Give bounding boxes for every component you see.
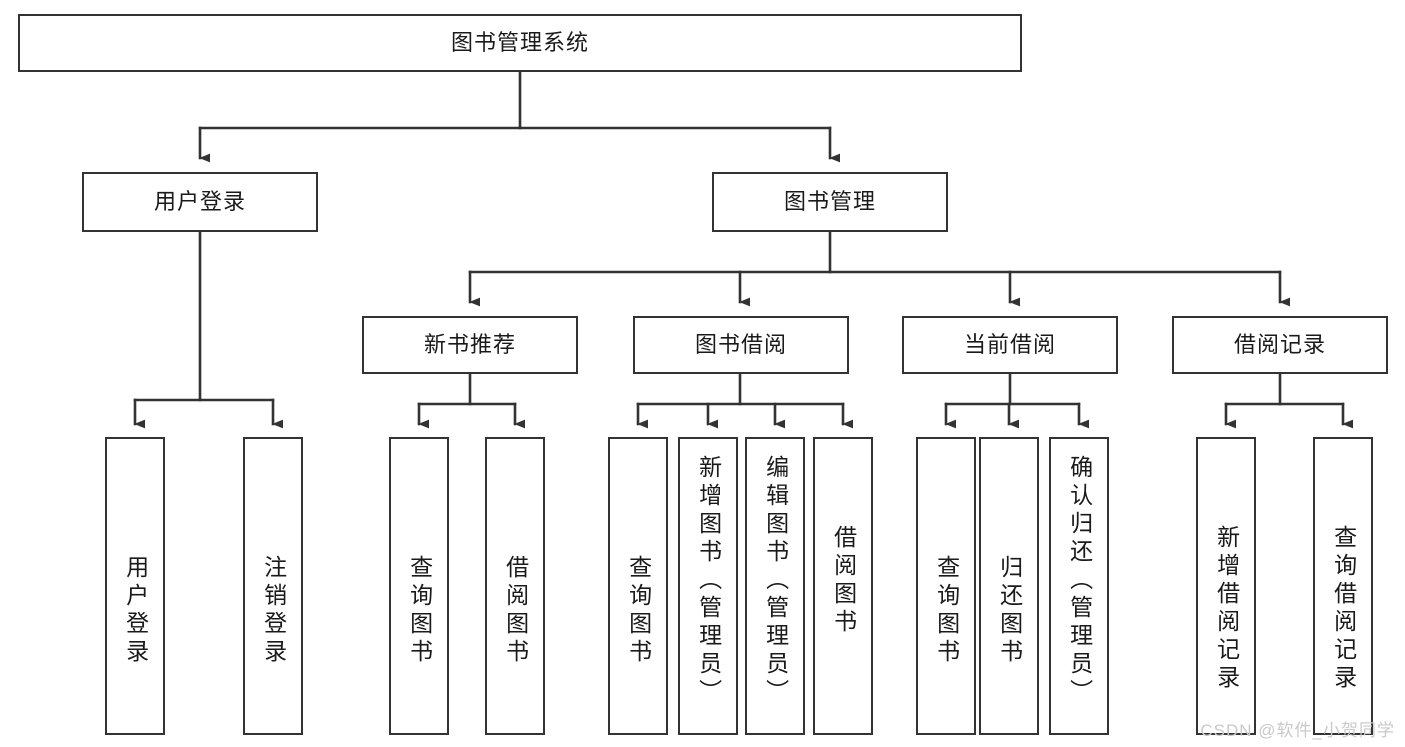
leaf-query-book-label: 查询图书 (625, 555, 652, 667)
leaf-borrow-book-label: 借阅图书 (830, 525, 857, 637)
leaf-query-borrow-record-label: 查询借阅记录 (1330, 525, 1357, 693)
node-current-borrow-label: 当前借阅 (963, 331, 1056, 357)
node-borrow-records[interactable]: 借阅记录 (1172, 316, 1388, 374)
node-book-borrow[interactable]: 图书借阅 (633, 316, 849, 374)
node-current-borrow[interactable]: 当前借阅 (902, 316, 1118, 374)
leaf-query-borrow-record[interactable]: 查询借阅记录 (1313, 437, 1373, 735)
leaf-edit-book-admin-label: 编辑图书（管理员） (762, 455, 789, 707)
leaf-confirm-return-admin[interactable]: 确认归还（管理员） (1049, 437, 1109, 735)
leaf-user-login-label: 用户登录 (122, 555, 149, 667)
node-root-label: 图书管理系统 (450, 29, 589, 55)
leaf-edit-book-admin[interactable]: 编辑图书（管理员） (745, 437, 805, 735)
leaf-query-book[interactable]: 查询图书 (608, 437, 668, 735)
leaf-return-book-label: 归还图书 (996, 555, 1023, 667)
leaf-add-borrow-record-label: 新增借阅记录 (1213, 525, 1240, 693)
node-borrow-records-label: 借阅记录 (1233, 331, 1326, 357)
leaf-logout-label: 注销登录 (260, 555, 287, 667)
leaf-query-book-current-label: 查询图书 (933, 555, 960, 667)
leaf-confirm-return-admin-label: 确认归还（管理员） (1066, 455, 1093, 707)
leaf-add-book-admin[interactable]: 新增图书（管理员） (678, 437, 738, 735)
node-book-management[interactable]: 图书管理 (712, 172, 948, 232)
leaf-add-borrow-record[interactable]: 新增借阅记录 (1196, 437, 1256, 735)
leaf-add-book-admin-label: 新增图书（管理员） (695, 455, 722, 707)
node-new-book-recommend[interactable]: 新书推荐 (362, 316, 578, 374)
node-book-management-label: 图书管理 (783, 188, 876, 214)
leaf-borrow-book-new-label: 借阅图书 (502, 555, 529, 667)
leaf-query-book-new[interactable]: 查询图书 (389, 437, 449, 735)
node-user-login[interactable]: 用户登录 (82, 172, 318, 232)
node-book-borrow-label: 图书借阅 (694, 331, 787, 357)
leaf-borrow-book[interactable]: 借阅图书 (813, 437, 873, 735)
node-new-book-recommend-label: 新书推荐 (423, 331, 516, 357)
leaf-query-book-current[interactable]: 查询图书 (916, 437, 976, 735)
leaf-query-book-new-label: 查询图书 (406, 555, 433, 667)
watermark: CSDN @软件_小贺同学 (1200, 721, 1395, 740)
leaf-logout[interactable]: 注销登录 (243, 437, 303, 735)
leaf-return-book[interactable]: 归还图书 (979, 437, 1039, 735)
leaf-borrow-book-new[interactable]: 借阅图书 (485, 437, 545, 735)
leaf-user-login[interactable]: 用户登录 (105, 437, 165, 735)
node-user-login-label: 用户登录 (153, 188, 246, 214)
node-root[interactable]: 图书管理系统 (18, 14, 1022, 72)
